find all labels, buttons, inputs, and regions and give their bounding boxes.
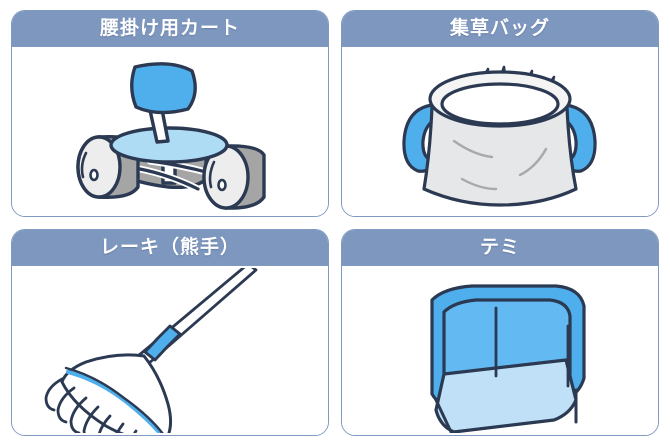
card-shusou-bag[interactable]: 集草バッグ: [341, 10, 659, 217]
card-title: レーキ（熊手）: [99, 237, 240, 258]
rolling-garden-seat-cart-icon: [76, 62, 266, 210]
card-koshikake-cart[interactable]: 腰掛け用カート: [11, 10, 329, 217]
card-title: 腰掛け用カート: [99, 18, 240, 39]
card-illustration-rake: [12, 266, 328, 435]
card-header-koshikake-cart: 腰掛け用カート: [12, 11, 328, 47]
card-header-shusou-bag: 集草バッグ: [342, 11, 658, 47]
card-illustration-temi: [342, 266, 658, 435]
card-illustration-shusou-bag: [342, 47, 658, 216]
scoop-dustpan-icon: [430, 284, 586, 433]
card-header-temi: テミ: [342, 230, 658, 266]
card-illustration-koshikake-cart: [12, 47, 328, 216]
card-title: 集草バッグ: [449, 18, 550, 39]
card-rake[interactable]: レーキ（熊手）: [11, 229, 329, 436]
card-title: テミ: [479, 237, 520, 258]
card-header-rake: レーキ（熊手）: [12, 230, 328, 266]
card-temi[interactable]: テミ: [341, 229, 659, 436]
grass-collection-bag-icon: [402, 65, 597, 207]
garden-rake-icon: [44, 268, 258, 433]
